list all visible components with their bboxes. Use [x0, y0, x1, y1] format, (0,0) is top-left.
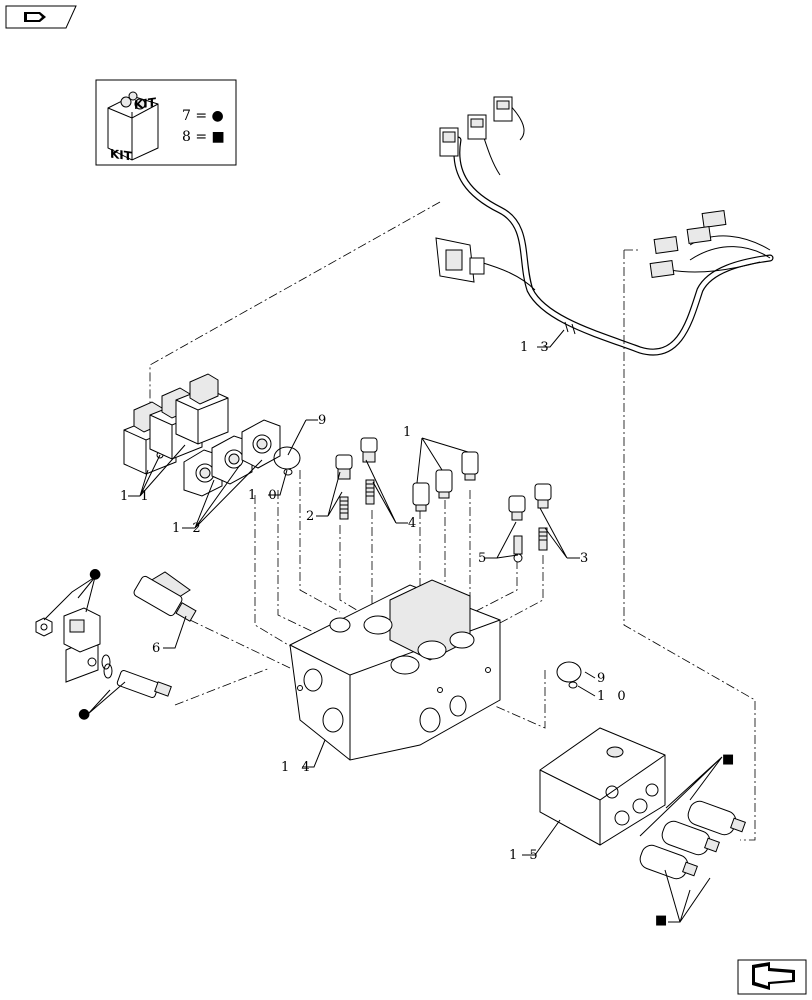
- kit-legend: KIT KIT 7 = ● 8 = ■: [95, 79, 237, 166]
- spring-4: [365, 479, 375, 505]
- harness-connector-4: [701, 209, 727, 229]
- solenoid-cartridge-8-group: [639, 800, 746, 880]
- cartridge-valve-b: [360, 437, 378, 463]
- page-next-button[interactable]: [736, 958, 807, 996]
- solenoid-cartridge-left: [116, 669, 172, 699]
- cartridge-valve-group: [335, 437, 552, 563]
- leader-lines: [43, 329, 723, 923]
- callout-2: 2: [306, 509, 318, 524]
- harness-main-plug: [435, 237, 485, 283]
- harness-connector-3: [493, 96, 513, 122]
- o-ring-9-right: [556, 661, 582, 689]
- page-next-icon: [752, 962, 795, 990]
- cartridge-valve-c: [412, 482, 430, 512]
- harness-connector-2: [467, 114, 487, 140]
- cartridge-valve-d: [435, 469, 453, 499]
- callout-9-lower: 9: [597, 671, 609, 686]
- kit-dot-symbol-bottom: ●: [78, 706, 90, 722]
- cartridge-valve-a: [335, 454, 353, 480]
- kit-line-8: 8 = ■: [182, 129, 225, 145]
- solenoid-cartridge-8-b: [661, 820, 720, 856]
- callout-12: 1 2: [172, 521, 205, 536]
- valve-manifold-body: [289, 579, 501, 761]
- solenoid-coil-3: [175, 373, 229, 445]
- cartridge-valve-e: [461, 451, 479, 481]
- o-ring-7-left: [101, 654, 113, 679]
- pressure-sensor-6: [133, 571, 197, 622]
- solenoid-cartridge-8-a: [687, 800, 746, 836]
- solenoid-cartridge-8-c: [639, 844, 698, 880]
- kit-square-symbol-top: ■: [722, 752, 734, 767]
- callout-6: 6: [152, 641, 164, 656]
- spring-3: [538, 527, 548, 551]
- callout-labels: 1 2 3 4 5 6 9 9 1 0 1 0 1 1 1 2 1 3 1 4 …: [120, 340, 630, 863]
- kit-box-icon: KIT KIT: [107, 91, 159, 164]
- callout-10-lower: 1 0: [597, 689, 630, 704]
- callout-15: 1 5: [509, 848, 542, 863]
- alignment-lines: [149, 201, 756, 841]
- poppet-5: [513, 535, 523, 563]
- harness-connector-5: [686, 225, 712, 245]
- coil-plate-3: [241, 419, 281, 469]
- wiring-harness: [435, 96, 774, 356]
- o-ring-9-left: [273, 446, 301, 476]
- valve-block-15: [539, 727, 666, 846]
- harness-connector-1: [439, 127, 459, 157]
- solenoid-coil-group: [123, 373, 229, 475]
- callout-1: 1: [403, 425, 415, 440]
- harness-connector-6: [653, 235, 679, 255]
- callout-3: 3: [580, 551, 592, 566]
- kit-word-right: KIT: [134, 95, 157, 112]
- harness-connector-7: [649, 259, 675, 279]
- kit-line-7: 7 = ●: [182, 108, 224, 124]
- page-back-button[interactable]: [5, 5, 77, 29]
- callout-10-upper: 1 0: [248, 488, 281, 503]
- callout-14: 1 4: [281, 760, 314, 775]
- callout-13: 1 3: [520, 340, 553, 355]
- callout-4: 4: [408, 516, 420, 531]
- cartridge-valve-g: [534, 483, 552, 509]
- nut-7: [35, 617, 53, 637]
- solenoid-coil-left: [63, 607, 101, 683]
- kit-square-symbol-bottom: ■: [655, 913, 667, 928]
- callout-11: 1 1: [120, 489, 153, 504]
- spring-2: [339, 496, 349, 520]
- callout-9-upper: 9: [318, 413, 330, 428]
- kit-dot-symbol-top: ●: [89, 566, 101, 582]
- kit-symbols: ● ● ■ ■: [78, 566, 734, 928]
- kit-word-left: KIT: [110, 147, 133, 164]
- cartridge-valve-f: [508, 495, 526, 521]
- callout-5: 5: [478, 551, 490, 566]
- page-back-icon: [24, 12, 46, 22]
